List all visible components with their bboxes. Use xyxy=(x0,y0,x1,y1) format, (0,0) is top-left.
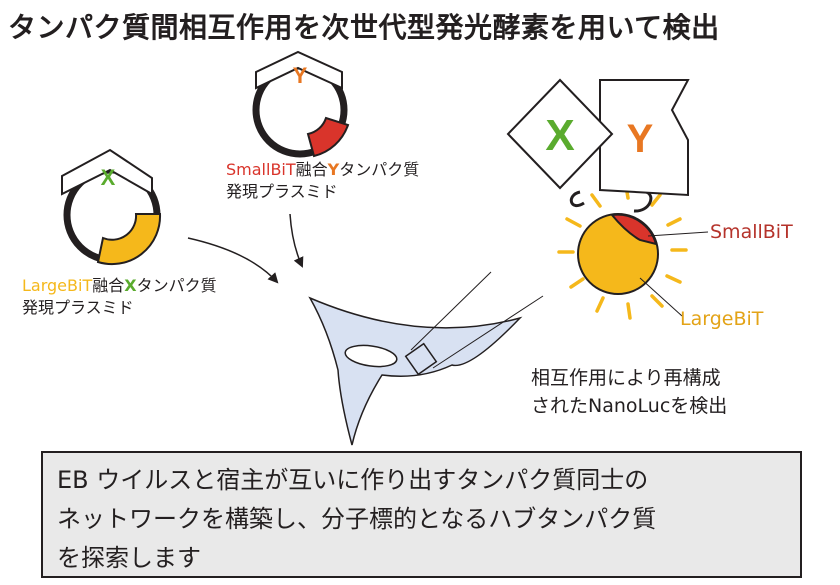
protein-y-shape xyxy=(599,79,690,197)
gene-x-label: X xyxy=(124,276,137,295)
zoom-line-lower xyxy=(432,295,544,369)
largebit-tag-label: LargeBiT xyxy=(22,276,93,295)
gene-y-label: Y xyxy=(327,160,340,179)
nanoluc-enzyme xyxy=(577,213,659,295)
largebit-callout-line xyxy=(639,277,683,317)
smallbit-tag-label: SmallBiT xyxy=(226,160,296,179)
plasmid-y-caption-line2: 発現プラスミド xyxy=(226,182,338,201)
smallbit-domain xyxy=(610,213,658,246)
arrow-plasmid-y xyxy=(289,213,304,268)
detection-caption: 相互作用により再構成 されたNanoLucを検出 xyxy=(531,364,727,420)
plasmid-y-insert xyxy=(255,50,343,90)
detection-caption-line2: されたNanoLucを検出 xyxy=(531,395,728,417)
smallbit-segment xyxy=(306,116,350,158)
plasmid-y: Y xyxy=(252,50,350,158)
smallbit-callout: SmallBiT xyxy=(710,221,793,243)
fusion-prefix: 融合 xyxy=(295,160,328,179)
plasmid-x-insert xyxy=(61,148,153,196)
linker-x xyxy=(569,190,585,207)
plasmid-x: X xyxy=(61,148,162,266)
plasmid-x-caption: LargeBiT融合Xタンパク質 発現プラスミド xyxy=(22,275,217,319)
plasmid-x-letter: X xyxy=(101,165,116,190)
fusion-prefix: 融合 xyxy=(92,276,125,295)
summary-line-2: ネットワークを構築し、分子標的となるハブタンパク質 xyxy=(57,505,657,533)
zoom-box xyxy=(404,342,438,376)
detection-caption-line1: 相互作用により再構成 xyxy=(531,367,721,389)
arrow-plasmid-x xyxy=(187,237,279,284)
protein-x-letter: X xyxy=(545,111,574,160)
fusion-suffix: タンパク質 xyxy=(339,160,420,179)
luminescence-rays xyxy=(557,184,688,320)
linker-y xyxy=(633,190,653,213)
plasmid-x-caption-line2: 発現プラスミド xyxy=(22,298,134,317)
diagram-title: タンパク質間相互作用を次世代型発光酵素を用いて検出 xyxy=(8,11,720,44)
protein-x-shape xyxy=(506,78,614,190)
plasmid-y-caption: SmallBiT融合Yタンパク質 発現プラスミド xyxy=(226,159,419,203)
smallbit-callout-line xyxy=(647,231,709,237)
protein-y-letter: Y xyxy=(627,117,654,161)
largebit-segment xyxy=(96,213,162,266)
plasmid-y-letter: Y xyxy=(293,63,308,88)
summary-box: EB ウイルスと宿主が互いに作り出すタンパク質同士の ネットワークを構築し、分子… xyxy=(41,451,802,578)
zoom-line-upper xyxy=(410,271,492,351)
cell-shape xyxy=(308,296,523,446)
largebit-callout: LargeBiT xyxy=(680,308,764,330)
summary-line-1: EB ウイルスと宿主が互いに作り出すタンパク質同士の xyxy=(57,466,649,494)
cell-nucleus xyxy=(344,344,398,368)
fusion-suffix: タンパク質 xyxy=(136,276,217,295)
summary-line-3: を探索します xyxy=(57,544,201,572)
